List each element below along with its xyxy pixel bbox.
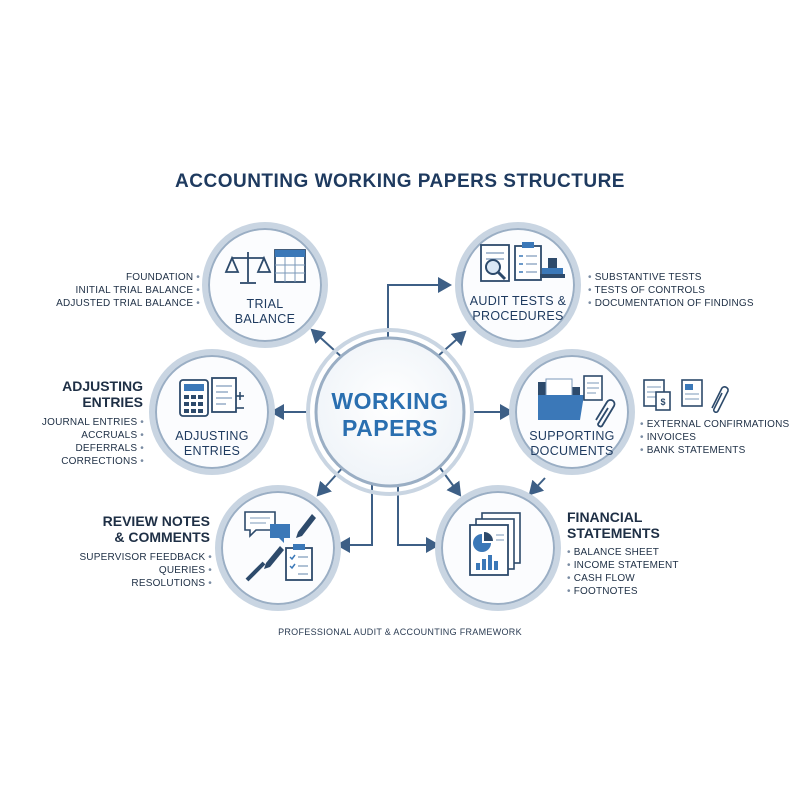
receipt-icon bbox=[681, 379, 703, 407]
list-item: CASH FLOW bbox=[567, 572, 727, 585]
financial-statements-heading-line2: STATEMENTS bbox=[567, 525, 660, 541]
review-notes-heading-line2: & COMMENTS bbox=[114, 529, 210, 545]
adjusting-entries-label: ADJUSTING ENTRIES bbox=[162, 429, 262, 459]
supporting-documents-label: SUPPORTING DOCUMENTS bbox=[517, 429, 627, 459]
audit-tests-items: SUBSTANTIVE TESTS TESTS OF CONTROLS DOCU… bbox=[588, 271, 788, 310]
magnifier-document-icon bbox=[480, 244, 510, 282]
list-item: SUPERVISOR FEEDBACK bbox=[60, 551, 212, 564]
financial-statements-items: BALANCE SHEET INCOME STATEMENT CASH FLOW… bbox=[567, 546, 727, 598]
center-label: WORKING PAPERS bbox=[310, 388, 470, 442]
list-item: EXTERNAL CONFIRMATIONS bbox=[640, 418, 795, 431]
speech-bubbles-icon bbox=[244, 511, 290, 543]
audit-tests-line2: PROCEDURES bbox=[472, 309, 564, 323]
report-stack-icon bbox=[469, 512, 521, 576]
adjusting-entries-line2: ENTRIES bbox=[183, 444, 241, 458]
center-label-line2: PAPERS bbox=[342, 415, 438, 441]
calculator-icon bbox=[179, 379, 209, 417]
center-circle bbox=[314, 336, 466, 488]
list-item: TESTS OF CONTROLS bbox=[588, 284, 788, 297]
clipboard-icon bbox=[285, 544, 313, 581]
stamp-icon bbox=[540, 258, 565, 278]
paperclip-icon bbox=[595, 399, 616, 428]
supporting-documents-line1: SUPPORTING bbox=[529, 429, 615, 443]
invoice-icon: $ bbox=[643, 379, 671, 411]
audit-tests-label: AUDIT TESTS & PROCEDURES bbox=[463, 294, 573, 324]
folder-icon bbox=[538, 378, 584, 420]
list-item: INCOME STATEMENT bbox=[567, 559, 727, 572]
spreadsheet-icon bbox=[274, 249, 306, 283]
adjusting-entries-items: JOURNAL ENTRIES ACCRUALS DEFERRALS CORRE… bbox=[20, 416, 144, 468]
trial-balance-line1: TRIAL bbox=[246, 297, 284, 311]
list-item: BALANCE SHEET bbox=[567, 546, 727, 559]
footer-caption: PROFESSIONAL AUDIT & ACCOUNTING FRAMEWOR… bbox=[278, 627, 522, 637]
clipboard-checklist-icon bbox=[514, 242, 542, 281]
list-item: RESOLUTIONS bbox=[60, 577, 212, 590]
financial-statements-heading-line1: FINANCIAL bbox=[567, 509, 643, 525]
paperclip-small-icon bbox=[711, 386, 729, 414]
adjusting-entries-line1: ADJUSTING bbox=[175, 429, 249, 443]
svg-text:$: $ bbox=[660, 397, 665, 407]
review-notes-items: SUPERVISOR FEEDBACK QUERIES RESOLUTIONS bbox=[60, 551, 212, 590]
center-label-line1: WORKING bbox=[331, 388, 449, 414]
list-item: DOCUMENTATION OF FINDINGS bbox=[588, 297, 788, 310]
list-item: CORRECTIONS bbox=[20, 455, 144, 468]
list-item: FOOTNOTES bbox=[567, 585, 727, 598]
center-outer-ring bbox=[306, 328, 474, 496]
connectors bbox=[270, 277, 546, 553]
pen-icon bbox=[245, 514, 316, 582]
review-notes-heading-line1: REVIEW NOTES bbox=[102, 513, 210, 529]
adjusting-entries-heading: ADJUSTING ENTRIES bbox=[28, 378, 143, 410]
list-item: BANK STATEMENTS bbox=[640, 444, 795, 457]
list-item: QUERIES bbox=[60, 564, 212, 577]
arrow-to-financial-bottom bbox=[397, 480, 440, 553]
arrow-to-review-bottom bbox=[336, 480, 373, 553]
list-item: SUBSTANTIVE TESTS bbox=[588, 271, 788, 284]
list-item: FOUNDATION bbox=[40, 271, 200, 284]
list-item: JOURNAL ENTRIES bbox=[20, 416, 144, 429]
arrow-to-audit-tests-diag bbox=[437, 330, 467, 357]
arrow-supporting-to-financial bbox=[528, 477, 546, 496]
trial-balance-line2: BALANCE bbox=[234, 312, 296, 326]
list-item: ADJUSTED TRIAL BALANCE bbox=[40, 297, 200, 310]
document-icon bbox=[583, 375, 603, 401]
arrow-to-trial-balance bbox=[310, 328, 346, 361]
adjusting-entries-heading-line1: ADJUSTING bbox=[62, 378, 143, 394]
arrow-to-review-notes bbox=[316, 464, 346, 497]
list-item: INITIAL TRIAL BALANCE bbox=[40, 284, 200, 297]
list-item: ACCRUALS bbox=[20, 429, 144, 442]
arrow-to-audit-tests bbox=[387, 277, 452, 340]
supporting-documents-items: EXTERNAL CONFIRMATIONS INVOICES BANK STA… bbox=[640, 418, 795, 457]
arrow-to-financial-statements bbox=[437, 464, 462, 497]
ledger-icon bbox=[211, 377, 244, 413]
financial-statements-heading: FINANCIAL STATEMENTS bbox=[567, 509, 707, 541]
review-notes-heading: REVIEW NOTES & COMMENTS bbox=[70, 513, 210, 545]
adjusting-entries-heading-line2: ENTRIES bbox=[82, 394, 143, 410]
trial-balance-items: FOUNDATION INITIAL TRIAL BALANCE ADJUSTE… bbox=[40, 271, 200, 310]
page-title: ACCOUNTING WORKING PAPERS STRUCTURE bbox=[175, 171, 625, 192]
list-item: DEFERRALS bbox=[20, 442, 144, 455]
supporting-documents-line2: DOCUMENTS bbox=[530, 444, 614, 458]
scale-icon bbox=[224, 252, 272, 284]
list-item: INVOICES bbox=[640, 431, 795, 444]
audit-tests-line1: AUDIT TESTS & bbox=[469, 294, 567, 308]
trial-balance-label: TRIAL BALANCE bbox=[215, 297, 315, 327]
